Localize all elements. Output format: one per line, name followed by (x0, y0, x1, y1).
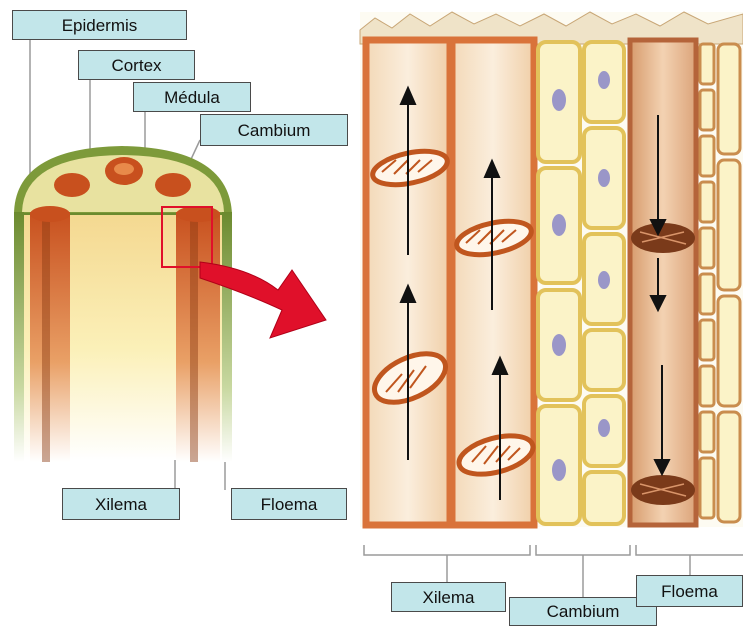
bundle-top-3 (155, 173, 191, 197)
label-medula: Médula (133, 82, 251, 112)
stem-cross-section (14, 146, 232, 462)
label-xilema-bottom: Xilema (391, 582, 506, 612)
label-epidermis: Epidermis (12, 10, 187, 40)
stem-edge-left (14, 212, 24, 462)
label-floema-left: Floema (231, 488, 347, 520)
label-cambium-top: Cambium (200, 114, 348, 146)
stem-edge-right (222, 212, 232, 462)
label-xilema-left: Xilema (62, 488, 180, 520)
bundle-top-1 (54, 173, 90, 197)
label-cortex: Cortex (78, 50, 195, 80)
label-floema-bottom: Floema (636, 575, 743, 607)
tissue-detail (360, 12, 743, 527)
companion-cells (700, 44, 740, 522)
label-cambium-bottom: Cambium (509, 597, 657, 626)
